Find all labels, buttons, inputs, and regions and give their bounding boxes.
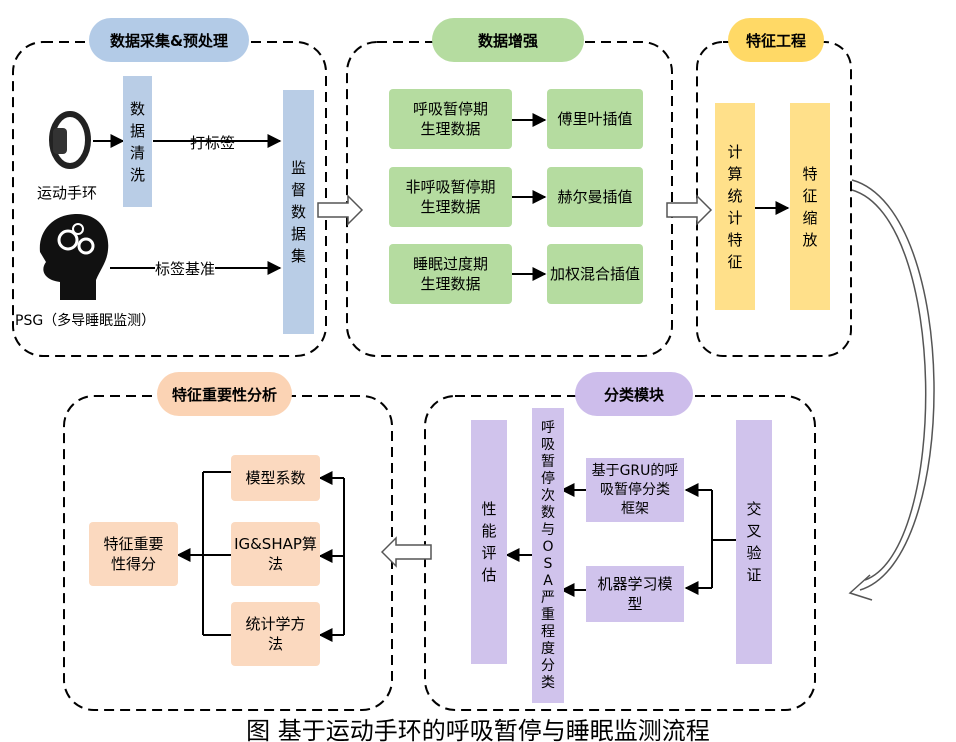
frame-collect [12, 41, 327, 357]
hollow-arrow-3 [380, 536, 432, 568]
ml-model-box: 机器学习模 型 [586, 566, 684, 622]
feature-scaling-box: 特征缩放 [790, 103, 830, 310]
section-title-importance: 特征重要性分析 [157, 372, 292, 416]
augment-data-3: 睡眠过度期 生理数据 [389, 244, 512, 304]
section-title-classify: 分类模块 [575, 372, 693, 416]
augment-data-2: 非呼吸暂停期 生理数据 [389, 167, 512, 227]
model-coef-box: 模型系数 [231, 455, 320, 501]
gru-framework-box: 基于GRU的呼 吸暂停分类 框架 [586, 458, 684, 522]
augment-data-1: 呼吸暂停期 生理数据 [389, 89, 512, 149]
data-clean-box: 数据清洗 [123, 76, 152, 207]
psg-label: PSG（多导睡眠监测） [15, 313, 156, 329]
standard-arrow-text: 标签基准 [155, 258, 216, 279]
augment-method-1: 傅里叶插值 [547, 89, 643, 149]
compute-features-box: 计算统计特征 [715, 103, 755, 310]
section-title-feature: 特征工程 [728, 18, 824, 62]
hollow-arrow-2 [666, 194, 713, 226]
curve-link [851, 179, 935, 591]
section-title-augment: 数据增强 [432, 18, 584, 62]
section-title-collect: 数据采集&预处理 [89, 18, 249, 62]
augment-method-3: 加权混合插值 [547, 244, 643, 304]
augment-method-2: 赫尔曼插值 [547, 167, 643, 227]
label-arrow-text: 打标签 [190, 134, 236, 152]
performance-box: 性能评估 [471, 420, 507, 664]
figure-caption: 图 基于运动手环的呼吸暂停与睡眠监测流程 [246, 717, 710, 742]
severity-class-box: 呼吸暂停次数与OSA严重程度分类 [532, 408, 564, 703]
hollow-arrow-1 [317, 194, 364, 226]
wristband-icon [49, 111, 91, 169]
importance-score-box: 特征重要 性得分 [89, 522, 178, 586]
stats-method-box: 统计学方 法 [231, 602, 320, 666]
cross-validation-box: 交叉验证 [736, 420, 772, 664]
head-gears-icon [39, 213, 109, 300]
band-label: 运动手环 [37, 184, 98, 202]
dataset-box: 监督数据集 [283, 90, 314, 334]
ig-shap-box: IG&SHAP算 法 [231, 522, 320, 586]
